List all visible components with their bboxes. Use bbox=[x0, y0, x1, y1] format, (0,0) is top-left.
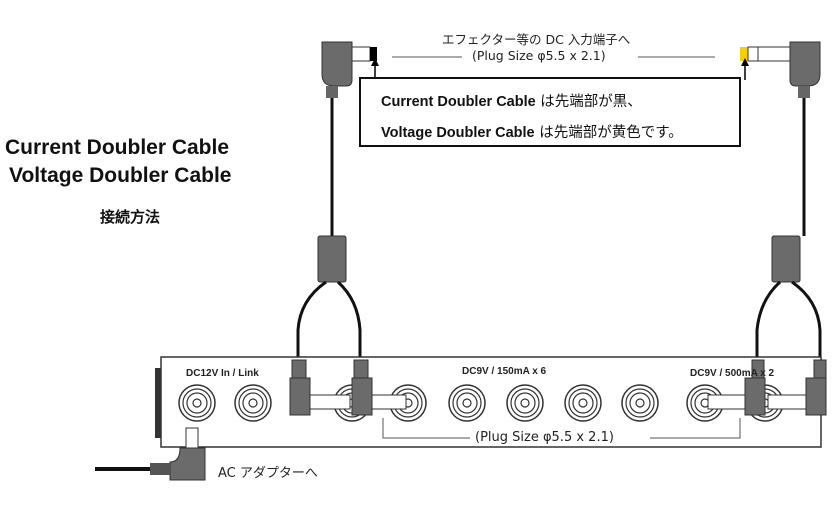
right-top-plug-yellow bbox=[740, 41, 822, 360]
label-dc9v-500ma: DC9V / 500mA x 2 bbox=[690, 368, 775, 379]
panel-plugs bbox=[289, 359, 827, 416]
label-dc12v-in: DC12V In / Link bbox=[186, 368, 259, 379]
note-line2-rest: は先端部が黄色です。 bbox=[534, 125, 683, 141]
note-line2-bold: Voltage Doubler Cable bbox=[381, 125, 535, 141]
left-top-plug-black bbox=[296, 41, 377, 360]
note-box bbox=[359, 77, 741, 147]
note-line1-rest: は先端部が黒、 bbox=[535, 94, 642, 110]
ac-adapter-label: AC アダプターへ bbox=[218, 466, 318, 481]
label-dc9v-150ma: DC9V / 150mA x 6 bbox=[462, 366, 547, 377]
top-label-line2: (Plug Size φ5.5 x 2.1) bbox=[472, 48, 606, 63]
ac-adapter-plug bbox=[95, 427, 206, 481]
arrow-up-icon bbox=[371, 58, 379, 66]
title-line2: Voltage Doubler Cable bbox=[9, 164, 232, 187]
top-label-line1: エフェクター等の DC 入力端子へ bbox=[442, 32, 631, 47]
note-line2: Voltage Doubler Cable は先端部が黄色です。 bbox=[381, 121, 683, 142]
title-line1: Current Doubler Cable bbox=[5, 136, 230, 159]
bottom-plug-size: (Plug Size φ5.5 x 2.1) bbox=[475, 430, 614, 445]
subtitle: 接続方法 bbox=[100, 208, 161, 226]
note-line1-bold: Current Doubler Cable bbox=[381, 94, 536, 110]
bottom-plug-bracket bbox=[382, 418, 741, 439]
panel-left-edge bbox=[155, 368, 163, 438]
note-line1: Current Doubler Cable は先端部が黒、 bbox=[381, 90, 642, 111]
arrow-up-icon bbox=[741, 58, 749, 66]
